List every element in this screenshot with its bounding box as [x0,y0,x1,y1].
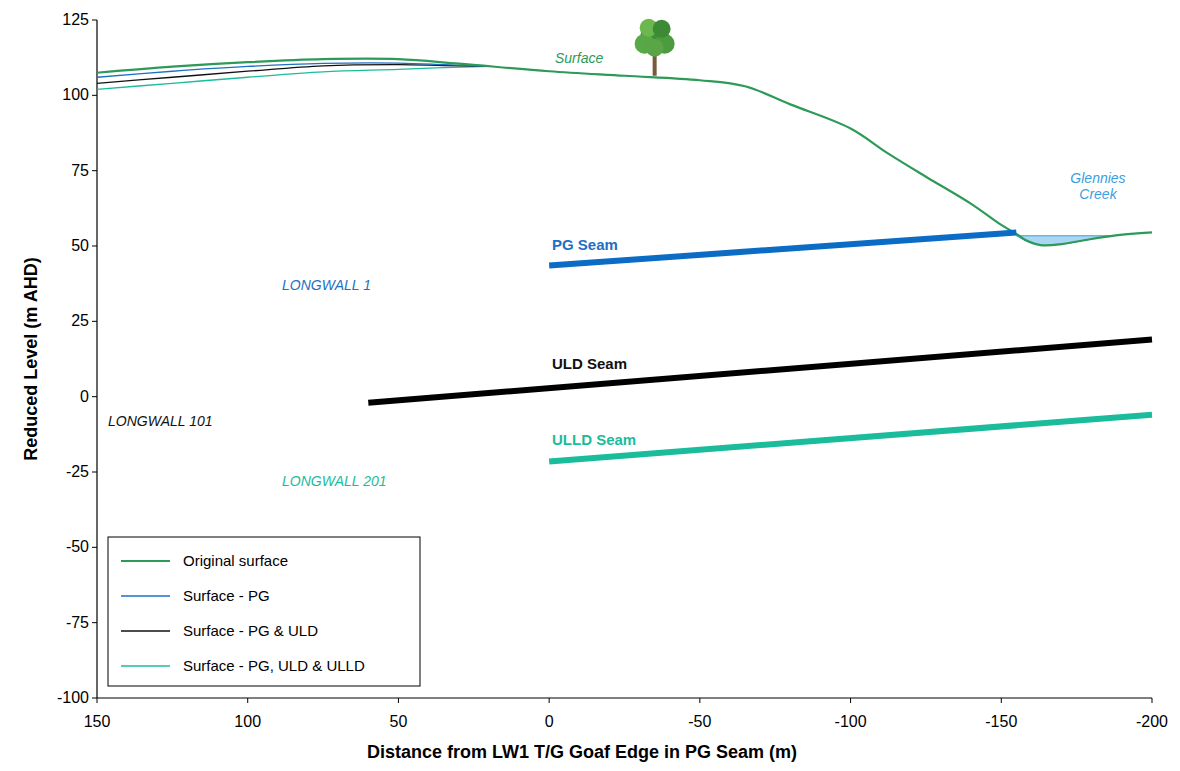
x-tick [1152,698,1153,703]
y-tick [92,547,97,548]
tick-label: -50 [66,538,89,556]
ulld-seam [549,415,1152,462]
axis-title: Reduced Level (m AHD) [21,257,42,460]
legend-text: Surface - PG, ULD & ULLD [183,657,365,674]
tick-label: 25 [71,312,89,330]
y-axis [96,20,97,698]
legend-line-sample [121,665,170,666]
original-surface [97,59,1152,246]
y-tick [92,698,97,699]
x-tick [549,698,550,703]
tick-label: -75 [66,613,89,631]
tick-label: 75 [71,161,89,179]
longwall-label: LONGWALL 201 [282,473,387,489]
longwall-label: LONGWALL 101 [108,413,213,429]
legend-text: Surface - PG & ULD [183,622,318,639]
tick-label: -200 [1136,713,1168,731]
legend-line-sample [121,630,170,631]
tick-label: 100 [234,713,261,731]
x-axis [97,697,1152,698]
legend-box [108,537,420,686]
x-tick [247,698,248,703]
tick-label: -25 [66,463,89,481]
y-tick [92,20,97,21]
y-tick [92,95,97,96]
legend-text: Original surface [183,552,288,569]
seam-label: PG Seam [552,236,618,253]
x-tick [850,698,851,703]
y-tick [92,396,97,397]
y-tick [92,246,97,247]
legend-line-sample [121,595,170,596]
x-tick [1001,698,1002,703]
longwall-label: LONGWALL 1 [282,277,371,293]
y-tick [92,170,97,171]
y-tick [92,321,97,322]
seam-label: ULLD Seam [552,431,636,448]
tick-label: 125 [62,11,89,29]
tick-label: 0 [545,713,554,731]
tick-label: 50 [390,713,408,731]
legend-text: Surface - PG [183,587,270,604]
y-tick [92,622,97,623]
axis-title: Distance from LW1 T/G Goaf Edge in PG Se… [367,742,797,763]
surface-label: Surface [555,50,603,66]
tick-label: 150 [84,713,111,731]
x-tick [97,698,98,703]
tick-label: -50 [688,713,711,731]
tick-label: 50 [71,237,89,255]
surface-pg [97,63,489,77]
tree-icon [635,19,675,76]
surface-pg-uld-ulld [97,66,489,89]
x-tick [398,698,399,703]
tick-label: -100 [57,689,89,707]
y-tick [92,472,97,473]
tick-label: 0 [80,387,89,405]
seam-label: ULD Seam [552,355,627,372]
tick-label: -100 [835,713,867,731]
uld-seam [368,339,1152,402]
x-tick [699,698,700,703]
legend-line-sample [121,560,170,562]
tick-label: -150 [985,713,1017,731]
tick-label: 100 [62,86,89,104]
pg-seam [549,232,1016,265]
creek-label: Glennies Creek [1058,170,1138,202]
